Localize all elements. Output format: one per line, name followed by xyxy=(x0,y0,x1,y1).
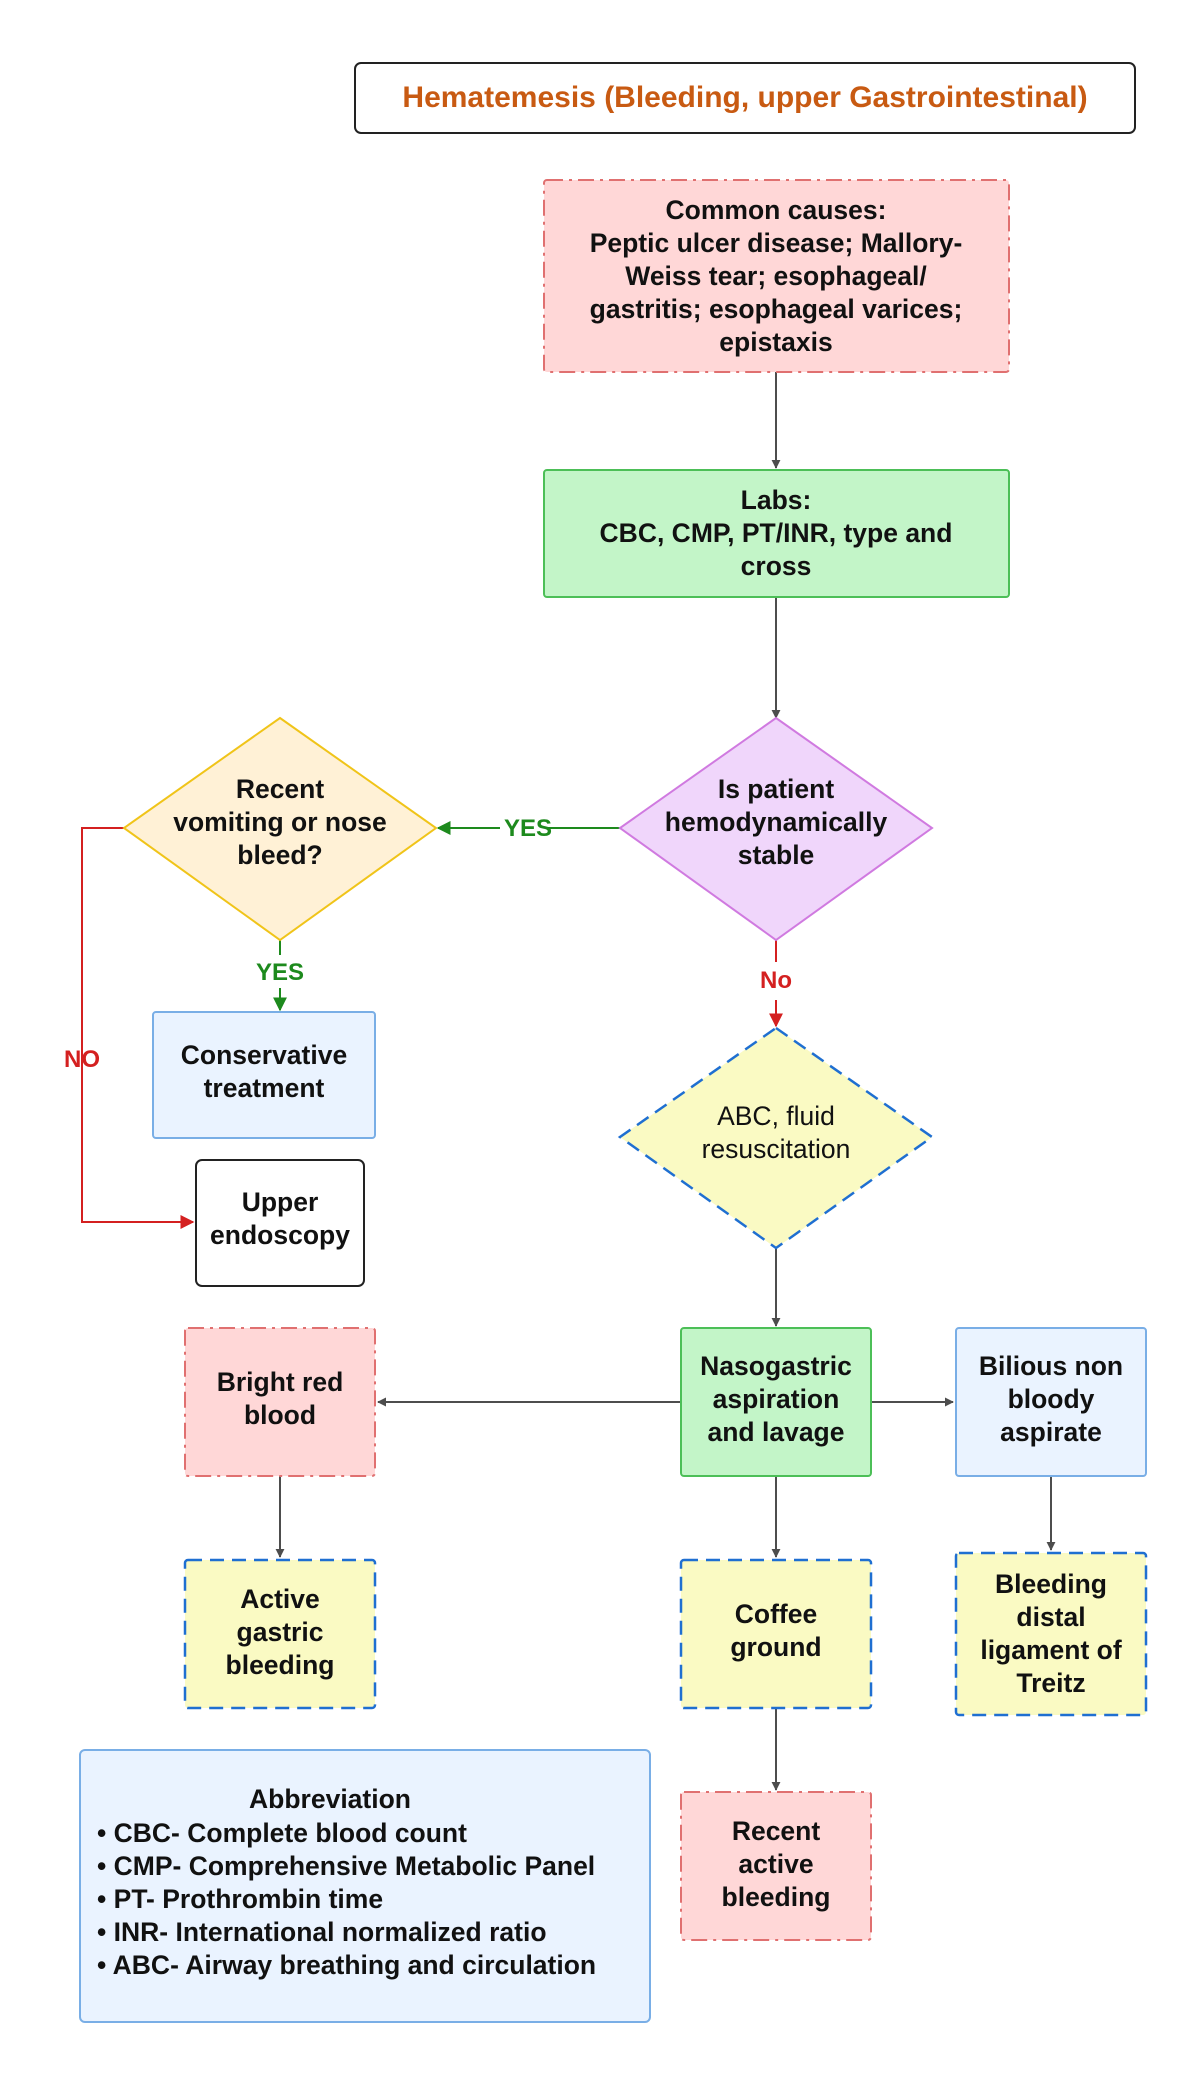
causes-box xyxy=(543,179,1010,373)
causes-line: Weiss tear; esophageal/ xyxy=(625,261,927,291)
conservative-box xyxy=(152,1011,376,1139)
abbreviation-item: • CBC- Complete blood count xyxy=(97,1818,467,1848)
abbreviation-item: • CMP- Comprehensive Metabolic Panel xyxy=(97,1851,595,1881)
nasogastric-line: and lavage xyxy=(708,1417,845,1447)
conservative-line: Conservative xyxy=(181,1040,347,1070)
treitz-box xyxy=(954,1551,1148,1717)
edges xyxy=(81,370,1056,1791)
labs-line: cross xyxy=(741,551,812,581)
bright-red-line: blood xyxy=(244,1400,316,1430)
stable-question-line: Is patient xyxy=(718,774,835,804)
recent-active-box xyxy=(680,1791,872,1941)
title-box xyxy=(354,62,1136,134)
causes-text: Common causes:Peptic ulcer disease; Mall… xyxy=(590,195,963,357)
vomiting-question-line: Recent xyxy=(236,774,325,804)
active-gastric-line: gastric xyxy=(237,1617,324,1647)
abc-line: ABC, fluid xyxy=(717,1101,835,1131)
causes-line: Common causes: xyxy=(666,195,887,225)
bilious-line: aspirate xyxy=(1000,1417,1102,1447)
edge-label-vomit-yes: YES xyxy=(256,959,304,986)
nasogastric-line: Nasogastric xyxy=(700,1351,852,1381)
active-gastric-box xyxy=(183,1558,377,1710)
coffee-ground-line: ground xyxy=(730,1632,821,1662)
treitz-line: distal xyxy=(1016,1602,1085,1632)
causes-line: epistaxis xyxy=(719,327,832,357)
conservative-line: treatment xyxy=(204,1073,325,1103)
abbreviation-box xyxy=(79,1749,651,2023)
treitz-line: ligament of xyxy=(980,1635,1122,1665)
treitz-line: Bleeding xyxy=(995,1569,1107,1599)
vomiting-decision-diamond xyxy=(122,716,438,942)
nasogastric-line: aspiration xyxy=(713,1384,840,1414)
abbreviation-item: • PT- Prothrombin time xyxy=(97,1884,383,1914)
labs-line: Labs: xyxy=(741,485,812,515)
edge-vomit-no xyxy=(81,827,195,1229)
recent-active-line: Recent xyxy=(732,1816,821,1846)
bilious-line: bloody xyxy=(1008,1384,1095,1414)
causes-line: Peptic ulcer disease; Mallory- xyxy=(590,228,963,258)
bilious-box xyxy=(955,1327,1147,1477)
vomiting-question-line: bleed? xyxy=(237,840,322,870)
bright-red-line: Bright red xyxy=(217,1367,344,1397)
abbreviation-item: • INR- International normalized ratio xyxy=(97,1917,547,1947)
recent-active-line: active xyxy=(738,1849,813,1879)
coffee-ground-line: Coffee xyxy=(735,1599,817,1629)
endoscopy-line: endoscopy xyxy=(210,1220,350,1250)
vomiting-question-line: vomiting or nose xyxy=(173,807,387,837)
bilious-line: Bilious non xyxy=(979,1351,1123,1381)
edge-label-stable-yes: YES xyxy=(504,815,552,842)
endoscopy-box xyxy=(195,1159,365,1287)
coffee-ground-box xyxy=(679,1558,873,1710)
recent-active-line: bleeding xyxy=(722,1882,831,1912)
labs-box xyxy=(543,469,1010,598)
abbreviation-item: • ABC- Airway breathing and circulation xyxy=(97,1950,596,1980)
nasogastric-box xyxy=(680,1327,872,1477)
stable-question-line: stable xyxy=(738,840,815,870)
edge-label-stable-no: No xyxy=(760,967,792,994)
active-gastric-line: Active xyxy=(240,1584,320,1614)
abc-line: resuscitation xyxy=(702,1134,851,1164)
edge-label-vomit-no: NO xyxy=(64,1046,100,1073)
labs-line: CBC, CMP, PT/INR, type and xyxy=(600,518,953,548)
endoscopy-line: Upper xyxy=(242,1187,319,1217)
stable-decision-diamond xyxy=(618,716,934,942)
treitz-line: Treitz xyxy=(1016,1668,1085,1698)
abbreviation-heading: Abbreviation xyxy=(249,1784,411,1814)
stable-question-line: hemodynamically xyxy=(665,807,888,837)
causes-line: gastritis; esophageal varices; xyxy=(590,294,963,324)
page-title: Hematemesis (Bleeding, upper Gastrointes… xyxy=(402,81,1087,114)
active-gastric-line: bleeding xyxy=(226,1650,335,1680)
abc-diamond xyxy=(617,1026,935,1250)
bright-red-box xyxy=(184,1327,376,1477)
